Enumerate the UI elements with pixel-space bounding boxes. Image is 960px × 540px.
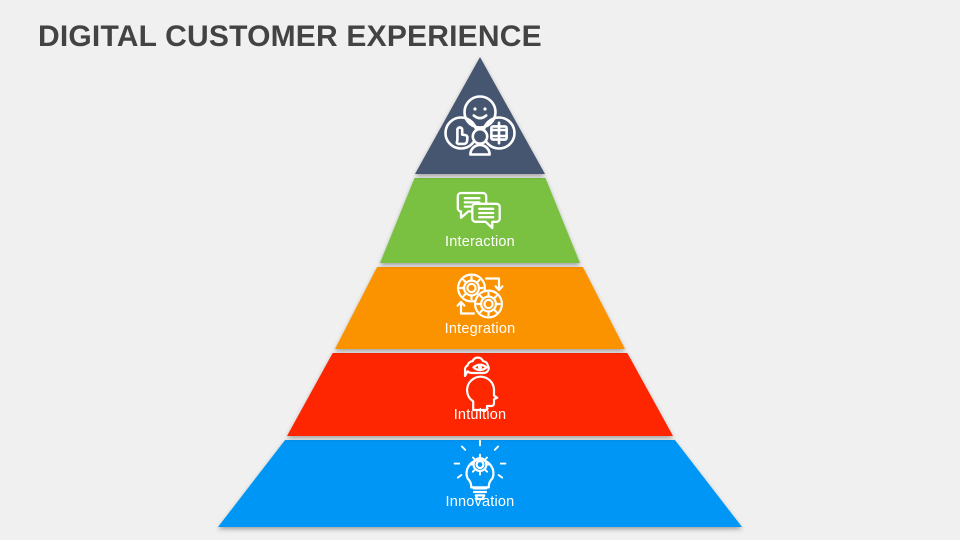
tier-label-interaction: Interaction	[445, 234, 515, 250]
pyramid-tier-apex[interactable]	[415, 57, 545, 174]
tier-label-intuition: Intuition	[453, 407, 507, 423]
lightbulb-gear-icon	[453, 439, 507, 501]
speech-bubbles-icon	[456, 191, 501, 230]
customer-experience-icon	[444, 95, 516, 156]
head-thought-eye-icon	[463, 356, 499, 412]
tier-label-innovation: Innovation	[445, 494, 515, 510]
tier-label-integration: Integration	[444, 321, 516, 337]
gears-cycle-icon	[456, 273, 504, 319]
page-title: DIGITAL CUSTOMER EXPERIENCE	[38, 20, 542, 53]
pyramid-tier-innovation[interactable]	[218, 440, 742, 527]
